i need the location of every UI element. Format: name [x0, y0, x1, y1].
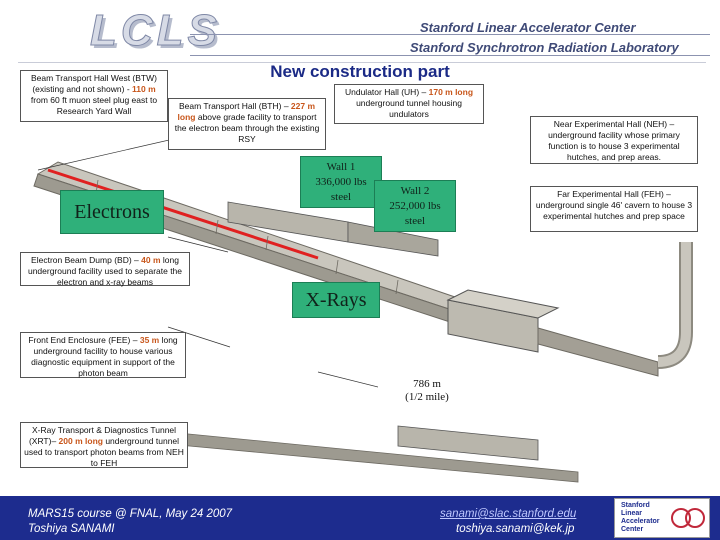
- wall2-callout: Wall 2 252,000 lbs steel: [374, 180, 456, 232]
- wall1-callout: Wall 1 336,000 lbs steel: [300, 156, 382, 208]
- label-btw: Beam Transport Hall West (BTW) (existing…: [20, 70, 168, 122]
- org-name-slac: Stanford Linear Accelerator Center: [420, 20, 636, 35]
- org-name-ssrl: Stanford Synchrotron Radiation Laborator…: [410, 40, 679, 55]
- logo-text: Accelerator: [621, 518, 660, 525]
- wall2-line: 252,000 lbs: [389, 200, 441, 212]
- label-uh: Undulator Hall (UH) – 170 m long undergr…: [334, 84, 484, 124]
- wall2-line: steel: [404, 215, 426, 227]
- footer-email-slac[interactable]: sanami@slac.stanford.edu: [440, 507, 576, 521]
- label-bd: Electron Beam Dump (BD) – 40 m long unde…: [20, 252, 190, 287]
- footer-author: Toshiya SANAMI: [28, 523, 115, 535]
- label-neh: Near Experimental Hall (NEH) – undergrou…: [530, 116, 698, 164]
- header-rule: [190, 55, 710, 56]
- wall1-line: Wall 1: [326, 161, 356, 173]
- ssrl-swirl-icon: [671, 508, 705, 528]
- lcls-logo-shadow: LCLS: [93, 9, 224, 58]
- label-xrt: X-Ray Transport & Diagnostics Tunnel (XR…: [20, 422, 188, 468]
- wall1-line: steel: [330, 191, 352, 203]
- length-value: 786 m: [413, 378, 441, 390]
- length-annotation: 786 m (1/2 mile): [378, 378, 476, 404]
- label-feh: Far Experimental Hall (FEH) – undergroun…: [530, 186, 698, 232]
- wall1-line: 336,000 lbs: [315, 176, 367, 188]
- logo-text: Stanford: [621, 502, 650, 509]
- footer-course: MARS15 course @ FNAL, May 24 2007: [28, 508, 233, 520]
- length-note: (1/2 mile): [405, 391, 449, 403]
- header: [0, 0, 720, 62]
- label-fee: Front End Enclosure (FEE) – 35 m long un…: [20, 332, 186, 378]
- slide-title: New construction part: [270, 62, 450, 81]
- label-bth: Beam Transport Hall (BTH) – 227 m long a…: [168, 98, 326, 150]
- logo-text: Linear: [621, 510, 643, 517]
- electrons-callout: Electrons: [60, 190, 164, 234]
- slac-logo: Stanford Linear Accelerator Center: [614, 498, 710, 538]
- footer-email-kek[interactable]: toshiya.sanami@kek.jp: [456, 523, 575, 535]
- footer-bar: [0, 496, 720, 540]
- lcls-logo: LCLS: [90, 6, 221, 56]
- xrays-callout: X-Rays: [292, 282, 380, 318]
- header-rule: [190, 34, 710, 35]
- logo-text: Center: [621, 526, 644, 533]
- email-link[interactable]: sanami@slac.stanford.edu: [440, 508, 577, 520]
- wall2-line: Wall 2: [400, 185, 430, 197]
